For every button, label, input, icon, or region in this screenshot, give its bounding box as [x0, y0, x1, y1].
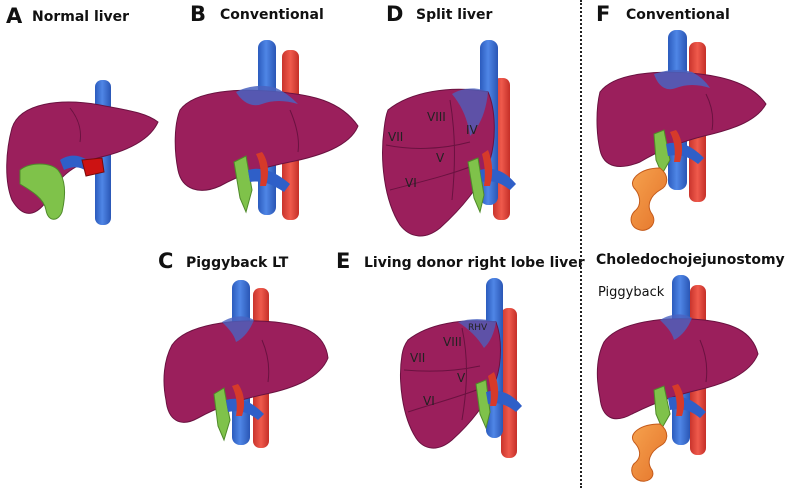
panel-title-d: Split liver — [416, 7, 493, 23]
hepatic-veins — [660, 314, 692, 340]
panel-a-diagram — [6, 80, 159, 225]
piggyback-sublabel: Piggyback — [598, 285, 665, 300]
panel-f-bottom-diagram — [596, 275, 759, 482]
segment-label: VI — [423, 394, 435, 408]
liver-shape — [163, 320, 329, 423]
segment-line — [407, 387, 483, 413]
hepatic-veins — [222, 316, 254, 342]
segment-line — [389, 164, 476, 191]
jejunum-loop — [630, 167, 668, 231]
aorta-vessel — [501, 308, 517, 458]
hepatic-veins — [236, 85, 298, 106]
hepatic-artery — [482, 150, 493, 186]
segment-line — [403, 365, 481, 372]
panel-e-diagram: RHV VIII VII V VI — [400, 278, 522, 458]
hepatic-artery — [232, 384, 245, 416]
segment-label: VII — [388, 130, 403, 144]
hepatic-artery — [488, 372, 499, 406]
panel-letter-b: B — [190, 2, 207, 26]
panel-title-c: Piggyback LT — [186, 255, 289, 271]
panel-title-a: Normal liver — [32, 9, 130, 25]
panel-c-diagram — [163, 280, 329, 448]
hepatic-veins — [458, 319, 496, 348]
panel-letter-f: F — [596, 2, 611, 26]
panel-f-top-diagram — [596, 30, 767, 231]
segment-label: VIII — [443, 335, 462, 349]
segment-line — [461, 327, 467, 421]
panel-title-f: Conventional — [626, 7, 730, 23]
hepatic-veins — [654, 69, 710, 90]
panel-b-diagram — [174, 40, 359, 220]
hepatic-artery — [672, 384, 685, 416]
liver-fissure — [69, 107, 81, 143]
bile-duct — [213, 387, 231, 442]
portal-vein — [248, 168, 290, 192]
hepatic-artery — [81, 157, 105, 177]
segment-line — [449, 99, 455, 201]
panel-d-diagram: VIII IV VII V VI — [382, 40, 516, 237]
panel-letter-a: A — [6, 4, 23, 28]
bile-duct — [653, 385, 671, 430]
liver-fissure — [289, 109, 299, 153]
segment-label: RHV — [468, 323, 488, 333]
column-divider — [580, 0, 582, 488]
segment-label: V — [457, 371, 466, 385]
bile-duct — [233, 155, 253, 214]
bile-duct — [653, 129, 671, 176]
jejunum-loop — [631, 423, 668, 482]
segment-label: VI — [405, 176, 417, 190]
liver-fissure — [705, 93, 714, 131]
panel-letter-c: C — [158, 249, 174, 273]
liver-fissure — [261, 339, 270, 383]
hepatic-artery — [256, 152, 269, 186]
panel-title-b: Conventional — [220, 7, 324, 23]
choledochojejunostomy-heading: Choledochojejunostomy — [596, 252, 785, 268]
gallbladder — [19, 163, 66, 220]
liver-fissure — [699, 339, 708, 383]
panel-letter-e: E — [336, 249, 351, 273]
segment-label: V — [436, 151, 445, 165]
segment-label: VIII — [427, 110, 446, 124]
panel-letter-d: D — [386, 2, 404, 26]
segment-label: VII — [410, 351, 425, 365]
panel-title-e: Living donor right lobe liver — [364, 255, 585, 271]
portal-vein — [226, 398, 264, 420]
liver-shape — [596, 318, 759, 420]
bile-duct — [467, 157, 485, 214]
segment-label: IV — [466, 123, 479, 137]
segment-line — [385, 141, 471, 149]
hepatic-artery — [670, 130, 683, 162]
hepatic-veins — [452, 88, 488, 136]
